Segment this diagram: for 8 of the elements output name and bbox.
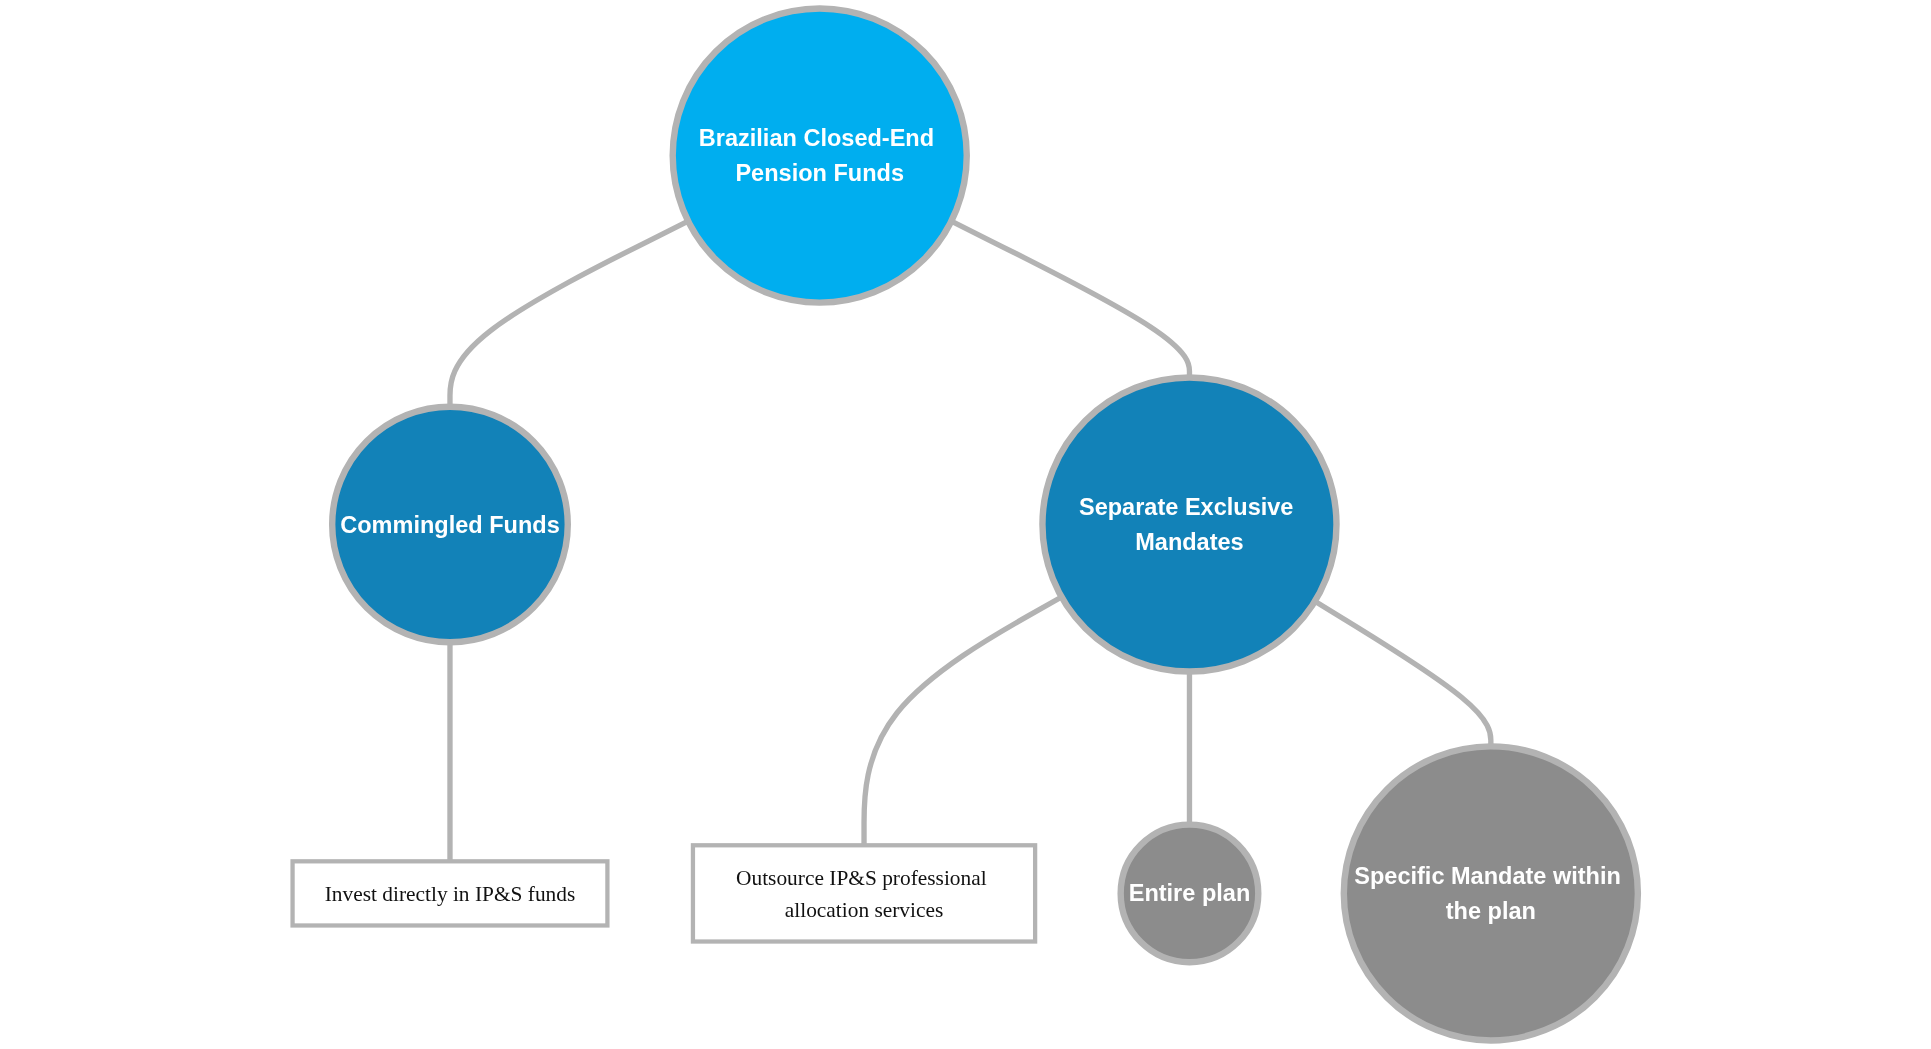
node-circle: Commingled Funds	[329, 403, 572, 646]
node-circle: Brazilian Closed-End Pension Funds	[669, 5, 971, 306]
node-circle: Entire plan	[1117, 821, 1262, 966]
connector	[447, 642, 453, 862]
node-circle: Specific Mandate within the plan	[1340, 743, 1642, 1044]
node-box: Invest directly in IP&S funds	[290, 859, 610, 928]
node-circle: Separate Exclusive Mandates	[1039, 374, 1340, 675]
node-box: Outsource IP&S professional allocation services	[691, 843, 1038, 944]
